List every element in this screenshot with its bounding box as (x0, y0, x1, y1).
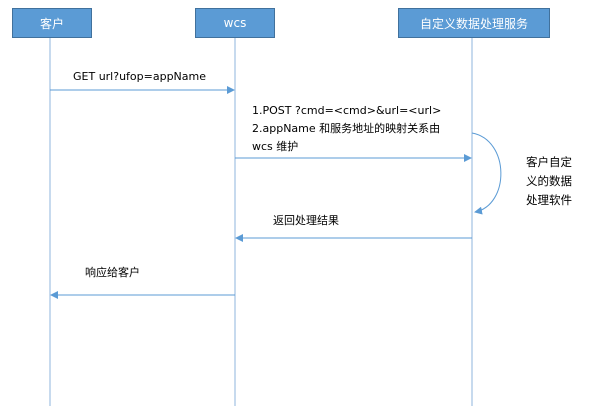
self-process-line2: 义的数据 (526, 174, 572, 188)
actor-wcs-label: wcs (223, 16, 247, 30)
self-process-line1: 客户自定 (526, 155, 572, 169)
self-process-line3: 处理软件 (526, 193, 572, 207)
message-get-request: GET url?ufop=appName (73, 70, 207, 83)
message-mapping-line2: wcs 维护 (252, 140, 299, 153)
self-process-note: 客户自定 义的数据 处理软件 (526, 153, 598, 210)
message-post-request: 1.POST ?cmd=<cmd>&url=<url> (252, 104, 442, 117)
actor-wcs-box: wcs (195, 8, 275, 38)
message-respond-client: 响应给客户 (85, 266, 140, 279)
actor-service-label: 自定义数据处理服务 (419, 16, 528, 31)
message-return-result: 返回处理结果 (273, 214, 339, 227)
message-mapping-line1: 2.appName 和服务地址的映射关系由 (252, 122, 441, 135)
arrow-self-process (471, 132, 502, 215)
actor-client-label: 客户 (39, 16, 64, 31)
actor-client-box: 客户 (12, 8, 92, 38)
actor-service-box: 自定义数据处理服务 (398, 8, 550, 38)
